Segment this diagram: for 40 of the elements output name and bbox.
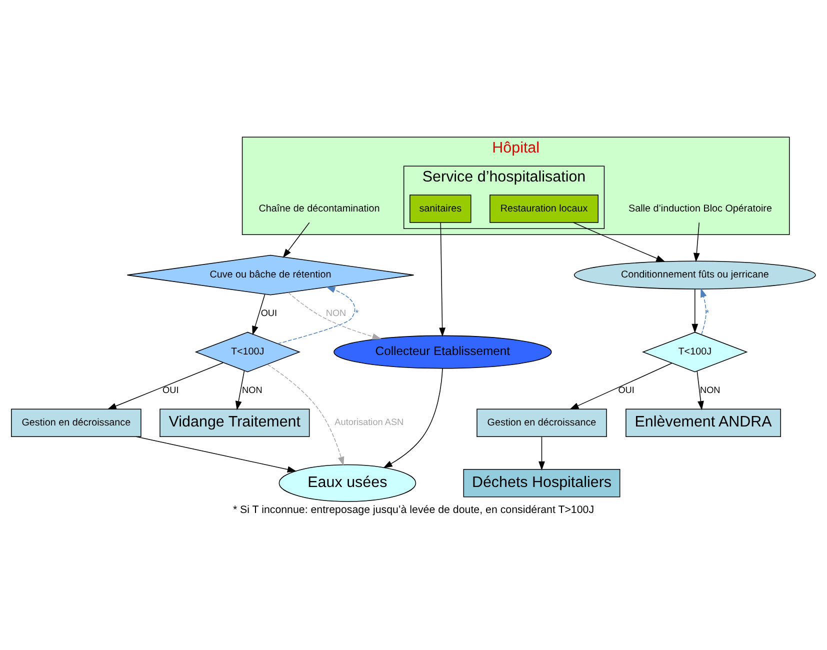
arrow [282,222,310,258]
node-box: Gestion en décroissance [476,408,607,437]
arrow [700,288,707,335]
node-ellipse: Collecteur Etablissement [334,335,552,369]
edge-label: OUI [162,384,179,395]
node-box: Gestion en décroissance [11,408,142,437]
edge-label: OUI [260,308,278,318]
arrow [277,286,356,344]
edge-label: NON [326,308,346,318]
node-box: Enlèvement ANDRA [626,408,781,437]
arrow [252,294,266,336]
arrow [107,362,224,410]
arrow [693,222,700,262]
caption: * Si T inconnue: entreposage jusqu’à levée de doute, en considérant T>100J [232,504,594,516]
node-diamond: T<100J [194,332,300,372]
edge-label: NON [700,384,720,395]
arrow [439,222,446,337]
node-box: Déchets Hospitaliers [463,469,620,498]
arrow [696,370,704,410]
arrow [288,292,382,340]
arrow [572,222,666,262]
node-text: Chaîne de décontamination [258,203,380,214]
edge-label: NON [242,384,262,395]
arrow [538,436,545,470]
node-box: Vidange Traitement [160,408,310,437]
edge-label: * [355,308,359,318]
arrow [570,362,672,410]
node-diamond: T<100J [642,332,748,372]
node-box: Restauration locaux [490,194,598,223]
node-text: Salle d’induction Bloc Opératoire [628,203,772,214]
edge-label: OUI [618,384,634,395]
arrow [136,436,297,473]
arrow [235,370,245,410]
node-box: sanitaires [410,194,472,223]
node-diamond: Cuve ou bâche de rétention [126,254,414,296]
arrow [383,368,443,468]
edge-label: Autorisation ASN [334,417,404,428]
arrow [692,288,698,334]
arrow [267,364,344,466]
node-ellipse: Conditionnement fûts ou jerricane [574,260,816,290]
